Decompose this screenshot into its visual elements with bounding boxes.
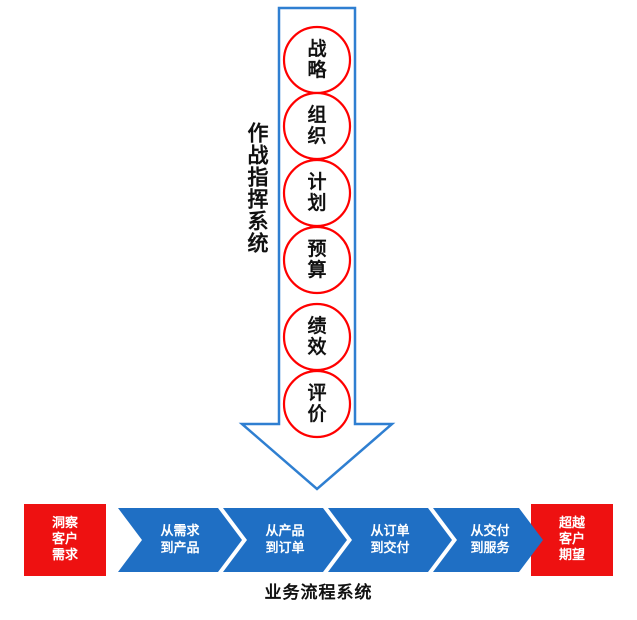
- step-label-3-line1: 从订单: [370, 523, 410, 538]
- circle-label-evaluation: 评 价: [290, 383, 344, 425]
- circle-label-budget: 预 算: [290, 239, 344, 281]
- vertical-system-label: 作战指挥系统: [245, 122, 268, 254]
- step-label-1: 从需求 到产品: [138, 522, 222, 556]
- start-box-line3: 需求: [51, 547, 78, 562]
- end-box-line2: 客户: [558, 531, 585, 546]
- step-label-1-line2: 到产品: [160, 540, 200, 555]
- start-box-line2: 客户: [51, 531, 78, 546]
- step-label-3-line2: 到交付: [370, 540, 410, 555]
- start-box-label: 洞察 客户 需求: [29, 515, 101, 563]
- circle-label-organization-line1: 组: [307, 105, 327, 126]
- circle-label-plan-line2: 划: [307, 193, 327, 214]
- start-box-line1: 洞察: [51, 515, 78, 530]
- step-label-3: 从订单 到交付: [348, 522, 432, 556]
- circle-budget: [282, 225, 352, 295]
- step-label-1-line1: 从需求: [160, 523, 200, 538]
- circle-label-strategy-line2: 略: [307, 60, 327, 81]
- circle-label-performance-line1: 绩: [307, 316, 327, 337]
- step-label-2-line1: 从产品: [265, 523, 305, 538]
- step-label-2-line2: 到订单: [265, 540, 305, 555]
- end-box-line3: 期望: [558, 547, 585, 562]
- circle-label-plan-line1: 计: [307, 172, 327, 193]
- circle-label-performance-line2: 效: [307, 337, 327, 358]
- circle-label-plan: 计 划: [290, 172, 344, 214]
- bottom-caption: 业务流程系统: [264, 583, 373, 602]
- chevron-step-1: [118, 508, 242, 572]
- step-label-4-line2: 到服务: [470, 540, 510, 555]
- end-box-label: 超越 客户 期望: [536, 515, 608, 563]
- step-label-2: 从产品 到订单: [243, 522, 327, 556]
- circle-label-performance: 绩 效: [290, 316, 344, 358]
- step-label-4-line1: 从交付: [470, 523, 510, 538]
- circle-label-organization: 组 织: [290, 105, 344, 147]
- circle-evaluation: [282, 369, 352, 439]
- circle-label-budget-line2: 算: [307, 260, 327, 281]
- end-box-line1: 超越: [558, 515, 585, 530]
- chevron-step-4: [433, 508, 543, 572]
- circle-label-strategy-line1: 战: [307, 39, 327, 60]
- circle-label-organization-line2: 织: [307, 126, 327, 147]
- circle-label-strategy: 战 略: [290, 39, 344, 81]
- chevron-step-2: [223, 508, 347, 572]
- chevron-step-3: [328, 508, 452, 572]
- circle-label-budget-line1: 预: [307, 239, 327, 260]
- circle-label-evaluation-line1: 评: [307, 383, 327, 404]
- end-box: [531, 504, 613, 576]
- step-label-4: 从交付 到服务: [448, 522, 532, 556]
- start-box: [24, 504, 106, 576]
- circle-label-evaluation-line2: 价: [307, 404, 327, 425]
